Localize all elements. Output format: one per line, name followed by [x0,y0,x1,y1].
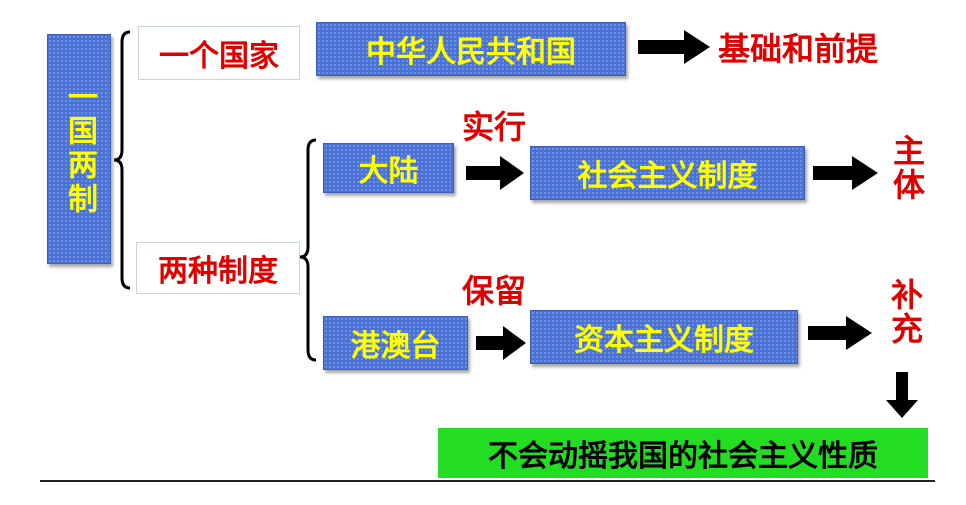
two-systems-box: 两种制度 [136,242,300,294]
main-body-label: 主体 [888,134,926,202]
capitalist-system-box: 资本主义制度 [530,310,798,364]
systems-brace [299,138,317,362]
conclusion-label: 不会动摇我国的社会主义性质 [488,439,878,474]
socialist-system-box: 社会主义制度 [530,146,805,200]
mainland-label: 大陆 [358,154,419,189]
conclusion-box: 不会动摇我国的社会主义性质 [438,428,928,478]
main-label: 一国两制 [62,81,97,217]
prc-label: 中华人民共和国 [366,35,576,70]
arrow-supplement-conclusion [886,372,918,418]
hk-macao-taiwan-label: 港澳台 [350,329,441,364]
arrow-mainland-socialist [466,156,524,190]
retain-label: 保留 [462,272,527,310]
arrow-socialist-mainbody [813,156,878,190]
one-country-two-systems-box: 一国两制 [47,34,111,264]
arrow-prc-foundation [638,30,710,64]
implement-label: 实行 [462,108,527,146]
one-country-box: 一个国家 [138,26,300,80]
foundation-label: 基础和前提 [718,30,879,68]
hk-macao-taiwan-box: 港澳台 [323,316,468,370]
main-brace [113,30,131,290]
mainland-box: 大陆 [323,143,454,193]
two-systems-label: 两种制度 [158,254,278,289]
socialist-system-label: 社会主义制度 [577,159,758,194]
arrow-hk-capitalist [476,326,526,360]
capitalist-system-label: 资本主义制度 [574,323,754,358]
one-country-label: 一个国家 [159,39,279,74]
supplement-label: 补充 [886,278,924,346]
prc-box: 中华人民共和国 [316,22,626,76]
arrow-capitalist-supplement [808,316,872,350]
